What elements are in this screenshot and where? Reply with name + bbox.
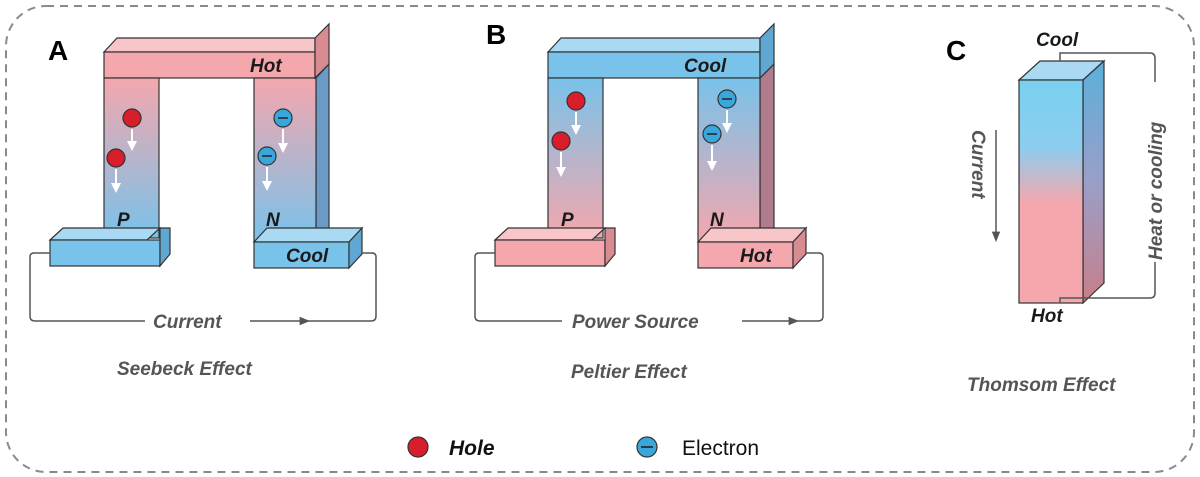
- panel-b-letter: B: [486, 19, 506, 50]
- panel-b-left-electrode: [494, 239, 606, 267]
- panel-a-left-electrode-top: [48, 227, 162, 241]
- hole-icon: [407, 436, 429, 458]
- panel-a-wire-left: [29, 252, 145, 322]
- panel-b-top-bar-side: [759, 22, 775, 80]
- panel-a-top-bar: [103, 51, 316, 79]
- panel-b-caption: Peltier Effect: [571, 362, 687, 383]
- panel-a-right-electrode-side: [348, 226, 363, 270]
- panel-b-wire-label: Power Source: [572, 312, 699, 333]
- panel-b-wire-left: [474, 252, 562, 322]
- panel-c-bracket-top: [1059, 52, 1156, 82]
- panel-b-wire-right: [797, 252, 824, 322]
- panel-b-right-leg-label: N: [710, 210, 725, 231]
- hole-icon: [566, 91, 586, 111]
- panel-b-peltier: B Cool P N Hot: [474, 19, 824, 383]
- panel-a-left-electrode: [49, 239, 161, 267]
- panel-b-right-electrode-top: [696, 227, 808, 243]
- panel-a-bottom-right-label: Cool: [286, 246, 329, 267]
- panel-a-right-electrode-top: [252, 227, 364, 243]
- hole-icon: [122, 108, 142, 128]
- thomson-bar: [1018, 79, 1084, 304]
- panel-a-caption: Seebeck Effect: [117, 359, 253, 380]
- panel-a-top-bar-top-face: [102, 37, 316, 53]
- panel-c-top-label: Cool: [1036, 30, 1079, 51]
- panel-b-bottom-right-label: Hot: [740, 246, 772, 267]
- thomson-bar-side: [1082, 59, 1105, 305]
- panel-b-top-bar: [547, 51, 761, 79]
- panel-a-left-leg-label: P: [117, 210, 130, 231]
- panel-c-bracket-bottom: [1059, 262, 1156, 303]
- panel-a-left-electrode-side: [159, 227, 171, 268]
- panel-a-top-label: Hot: [250, 56, 282, 77]
- panel-b-right-leg-side: [759, 62, 775, 244]
- figure-border: [5, 5, 1195, 473]
- legend: Hole Electron: [407, 436, 759, 460]
- panel-b-top-bar-top-face: [546, 37, 761, 53]
- panel-b-left-electrode-side: [604, 227, 616, 268]
- legend-hole-label: Hole: [449, 437, 495, 460]
- legend-electron-label: Electron: [682, 437, 759, 460]
- panel-c-letter: C: [946, 35, 966, 66]
- hole-icon: [551, 131, 571, 151]
- panel-a-right-leg-label: N: [266, 210, 281, 231]
- panel-b-right-electrode: [697, 241, 794, 269]
- panel-a-top-bar-side: [314, 22, 330, 80]
- panel-c-caption: Thomsom Effect: [967, 375, 1116, 396]
- panel-b-right-electrode-side: [792, 226, 807, 270]
- panel-c-thomson: C Cool Hot Heat or cooling Current Thoms…: [946, 30, 1167, 396]
- panel-a-wire-label: Current: [153, 312, 222, 333]
- panel-a-right-leg-side: [315, 62, 330, 244]
- panel-a-right-electrode: [253, 241, 350, 269]
- panel-a-letter: A: [48, 35, 68, 66]
- panel-c-current-label: Current: [967, 130, 988, 199]
- panel-c-side-label: Heat or cooling: [1146, 121, 1167, 260]
- panel-a-wire-right: [308, 252, 377, 322]
- panel-c-bottom-label: Hot: [1031, 306, 1063, 327]
- panel-b-left-leg-label: P: [561, 210, 574, 231]
- panel-a-seebeck: A Hot P N Cool: [29, 22, 377, 380]
- panel-b-left-leg: [547, 77, 604, 239]
- hole-icon: [106, 148, 126, 168]
- panel-b-top-label: Cool: [684, 56, 727, 77]
- panel-b-left-electrode-top: [493, 227, 607, 241]
